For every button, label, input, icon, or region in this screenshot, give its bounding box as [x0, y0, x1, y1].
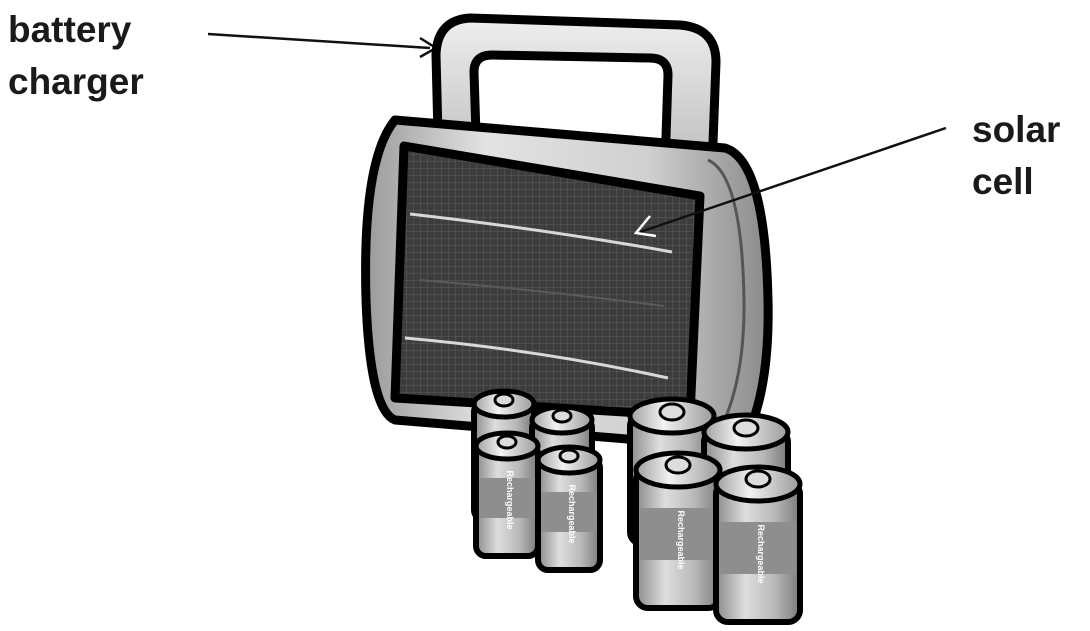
battery-label-text: Rechargeable	[567, 484, 577, 543]
battery-label-text: Rechargeable	[756, 524, 766, 583]
battery-small-3: Rechargeable	[476, 433, 538, 556]
arrow-battery-charger	[208, 34, 436, 57]
battery-label-text: Rechargeable	[505, 470, 515, 529]
battery-group: Rechargeable Rechargeable Rechargeable R…	[474, 391, 800, 622]
battery-large-4: Rechargeable	[716, 467, 800, 622]
battery-label-text: Rechargeable	[676, 510, 686, 569]
battery-small-4: Rechargeable	[538, 447, 600, 570]
solar-panel	[395, 146, 700, 416]
battery-large-3: Rechargeable	[636, 453, 720, 608]
